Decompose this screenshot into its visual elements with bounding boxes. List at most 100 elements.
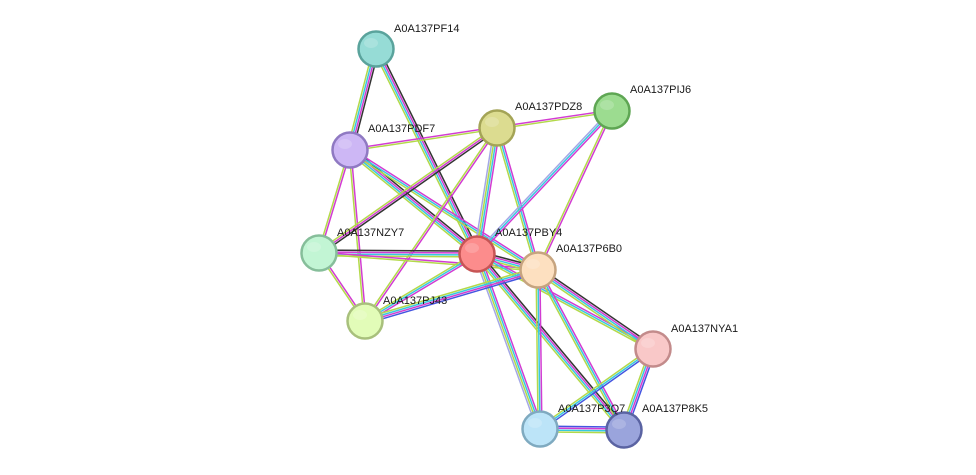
node-A0A137NZY7[interactable] xyxy=(300,234,338,272)
node-A0A137PF14[interactable] xyxy=(357,30,395,68)
node-label-A0A137P3Q7: A0A137P3Q7 xyxy=(558,403,625,415)
edge-channel-blue xyxy=(540,349,655,432)
node-circle[interactable] xyxy=(300,234,338,272)
edge-channel-green xyxy=(363,251,477,321)
edge-channel-cyan xyxy=(363,268,539,321)
edge-A0A137PDZ8-A0A137NZY7 xyxy=(317,125,499,256)
node-circle[interactable] xyxy=(478,109,516,147)
edge-channel-cyan xyxy=(349,149,539,271)
edge-channel-magenta xyxy=(476,252,626,431)
node-A0A137PDF7[interactable] xyxy=(331,131,369,169)
edge-channel-cyan xyxy=(476,110,613,255)
edge-A0A137NZY7-A0A137P6B0 xyxy=(318,251,539,272)
node-A0A137P6B0[interactable] xyxy=(519,251,557,289)
edge-channel-black xyxy=(318,249,478,252)
node-circle[interactable] xyxy=(605,411,643,449)
edge-channel-green xyxy=(347,151,476,257)
edge-A0A137PDZ8-A0A137PJ43 xyxy=(363,126,499,323)
edge-A0A137P6B0-A0A137NYA1 xyxy=(535,266,656,353)
node-label-A0A137P8K5: A0A137P8K5 xyxy=(642,403,708,415)
edge-channel-magenta xyxy=(539,269,543,430)
node-circle[interactable] xyxy=(346,302,384,340)
edge-channel-green xyxy=(535,269,539,430)
edge-channel-black xyxy=(319,128,499,256)
node-A0A137PJ43[interactable] xyxy=(346,302,384,340)
edge-channel-magenta xyxy=(537,268,655,349)
edge-channel-magenta xyxy=(538,110,614,272)
edge-channel-green xyxy=(496,111,613,130)
node-highlight xyxy=(364,38,378,48)
node-A0A137NYA1[interactable] xyxy=(634,330,672,368)
node-highlight xyxy=(353,310,367,320)
edge-A0A137PIJ6-A0A137P6B0 xyxy=(536,109,614,272)
node-label-A0A137PDF7: A0A137PDF7 xyxy=(368,123,435,135)
node-A0A137P8K5[interactable] xyxy=(605,411,643,449)
edge-channel-green xyxy=(349,128,498,152)
node-circle[interactable] xyxy=(634,330,672,368)
edge-A0A137PDF7-A0A137PDZ8 xyxy=(349,126,498,152)
node-highlight xyxy=(465,243,479,253)
edge-A0A137PDF7-A0A137PJ43 xyxy=(348,149,367,322)
edge-channel-green xyxy=(348,150,538,273)
node-A0A137PIJ6[interactable] xyxy=(593,92,631,130)
edge-channel-green xyxy=(474,255,623,433)
edge-channel-green xyxy=(318,253,539,272)
node-highlight xyxy=(600,100,614,110)
node-circle[interactable] xyxy=(357,30,395,68)
node-label-A0A137PF14: A0A137PF14 xyxy=(394,23,459,35)
edge-channel-green xyxy=(538,346,653,429)
edge-channel-green xyxy=(494,127,537,272)
edge-channel-magenta xyxy=(364,270,540,323)
node-circle[interactable] xyxy=(593,92,631,130)
edge-A0A137PDF7-A0A137P6B0 xyxy=(348,147,540,273)
edge-channel-magenta xyxy=(318,251,539,270)
edge-channel-magenta xyxy=(538,268,627,430)
edge-channel-green xyxy=(475,254,653,352)
node-highlight xyxy=(526,259,540,269)
node-layer xyxy=(300,30,672,449)
edge-channel-green xyxy=(317,125,497,253)
edge-channel-black xyxy=(538,266,656,348)
node-A0A137PBY4[interactable] xyxy=(458,235,496,273)
node-A0A137PDZ8[interactable] xyxy=(478,109,516,147)
edge-channel-magenta xyxy=(365,127,499,323)
edge-A0A137NYA1-A0A137P3Q7 xyxy=(538,346,655,432)
edge-channel-magenta xyxy=(496,109,613,128)
node-circle[interactable] xyxy=(519,251,557,289)
node-label-A0A137NYA1: A0A137NYA1 xyxy=(671,323,738,335)
edge-channel-magenta xyxy=(318,127,498,254)
edge-channel-cyan xyxy=(537,269,541,430)
node-highlight xyxy=(338,139,352,149)
node-label-A0A137PIJ6: A0A137PIJ6 xyxy=(630,84,691,96)
edge-channel-cyan xyxy=(537,269,625,431)
edge-channel-cyan xyxy=(477,127,499,255)
edge-channel-lavender xyxy=(474,108,612,254)
edge-channel-green xyxy=(348,149,365,322)
edge-channel-magenta xyxy=(350,147,540,270)
node-A0A137P3Q7[interactable] xyxy=(521,410,559,448)
edge-channel-cyan xyxy=(348,149,478,256)
node-highlight xyxy=(485,117,499,127)
node-label-A0A137P6B0: A0A137P6B0 xyxy=(556,243,622,255)
edge-channel-magenta xyxy=(350,149,367,322)
node-highlight xyxy=(612,419,626,429)
edge-A0A137P6B0-A0A137P8K5 xyxy=(535,268,627,432)
node-circle[interactable] xyxy=(331,131,369,169)
node-circle[interactable] xyxy=(521,410,559,448)
node-circle[interactable] xyxy=(458,235,496,273)
node-highlight xyxy=(307,242,321,252)
edge-layer xyxy=(317,46,657,434)
node-highlight xyxy=(641,338,655,348)
node-label-A0A137PJ43: A0A137PJ43 xyxy=(383,295,447,307)
edge-channel-green xyxy=(363,266,538,320)
node-label-A0A137PDZ8: A0A137PDZ8 xyxy=(515,101,582,113)
edge-A0A137PIJ6-A0A137PBY4 xyxy=(474,108,615,257)
edge-channel-green xyxy=(535,270,624,432)
edge-channel-green xyxy=(363,126,497,322)
edge-A0A137P6B0-A0A137P3Q7 xyxy=(535,269,543,430)
edge-channel-blue xyxy=(365,271,540,325)
edge-channel-magenta xyxy=(318,251,478,254)
node-highlight xyxy=(528,418,542,428)
